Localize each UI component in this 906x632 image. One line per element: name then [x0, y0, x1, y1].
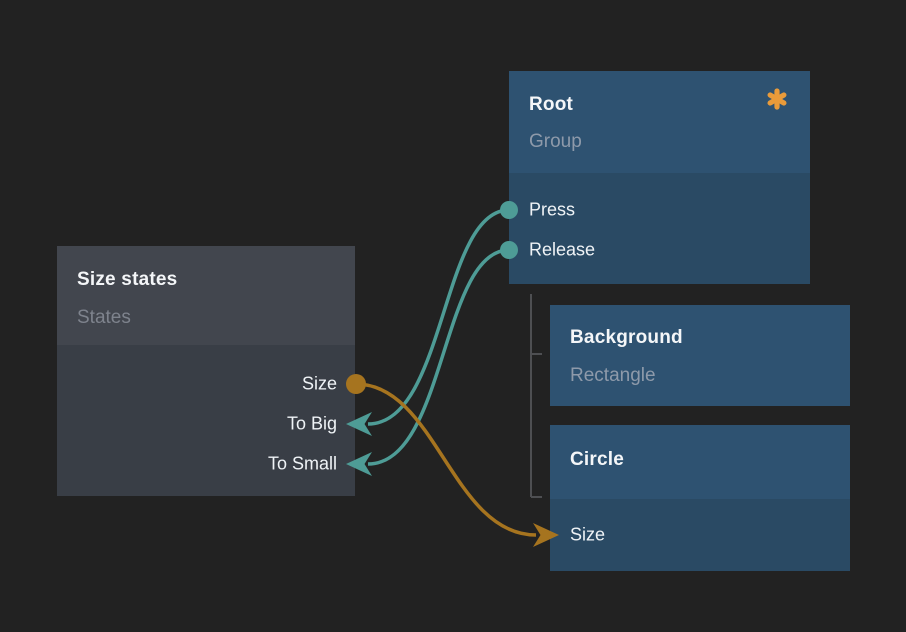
connection-press-to-big[interactable] [367, 208, 510, 426]
port-size-output[interactable]: Size [301, 373, 337, 394]
asterisk-icon [767, 88, 787, 110]
node-body: Size [550, 499, 850, 571]
node-title: Size states [77, 269, 178, 290]
node-header: Size states States [57, 246, 355, 345]
node-subtitle: Rectangle [570, 365, 656, 386]
node-header: Circle [550, 425, 850, 499]
node-root[interactable]: Root Group Press Release [509, 71, 810, 284]
node-title: Background [570, 327, 683, 348]
node-body: Size To Big To Small [57, 345, 355, 496]
node-size-states[interactable]: Size states States Size To Big To Small [57, 246, 355, 496]
hierarchy-tree-line [530, 294, 542, 498]
port-release-output[interactable]: Release [529, 239, 596, 260]
node-subtitle: States [77, 307, 131, 328]
connection-release-to-small[interactable] [367, 248, 510, 466]
connection-size-to-circle-size[interactable] [355, 382, 537, 537]
node-body: Press Release [509, 173, 810, 284]
node-header: Background Rectangle [550, 305, 850, 406]
node-background[interactable]: Background Rectangle [550, 305, 850, 406]
port-press-output[interactable]: Press [529, 199, 576, 220]
node-title: Circle [570, 449, 625, 470]
port-to-big-input[interactable]: To Big [286, 413, 337, 434]
port-size-input[interactable]: Size [570, 524, 606, 545]
node-header: Root Group [509, 71, 810, 173]
node-circle[interactable]: Circle Size [550, 425, 850, 571]
node-title: Root [529, 94, 574, 115]
port-to-small-input[interactable]: To Small [267, 453, 337, 474]
node-subtitle: Group [529, 131, 582, 152]
